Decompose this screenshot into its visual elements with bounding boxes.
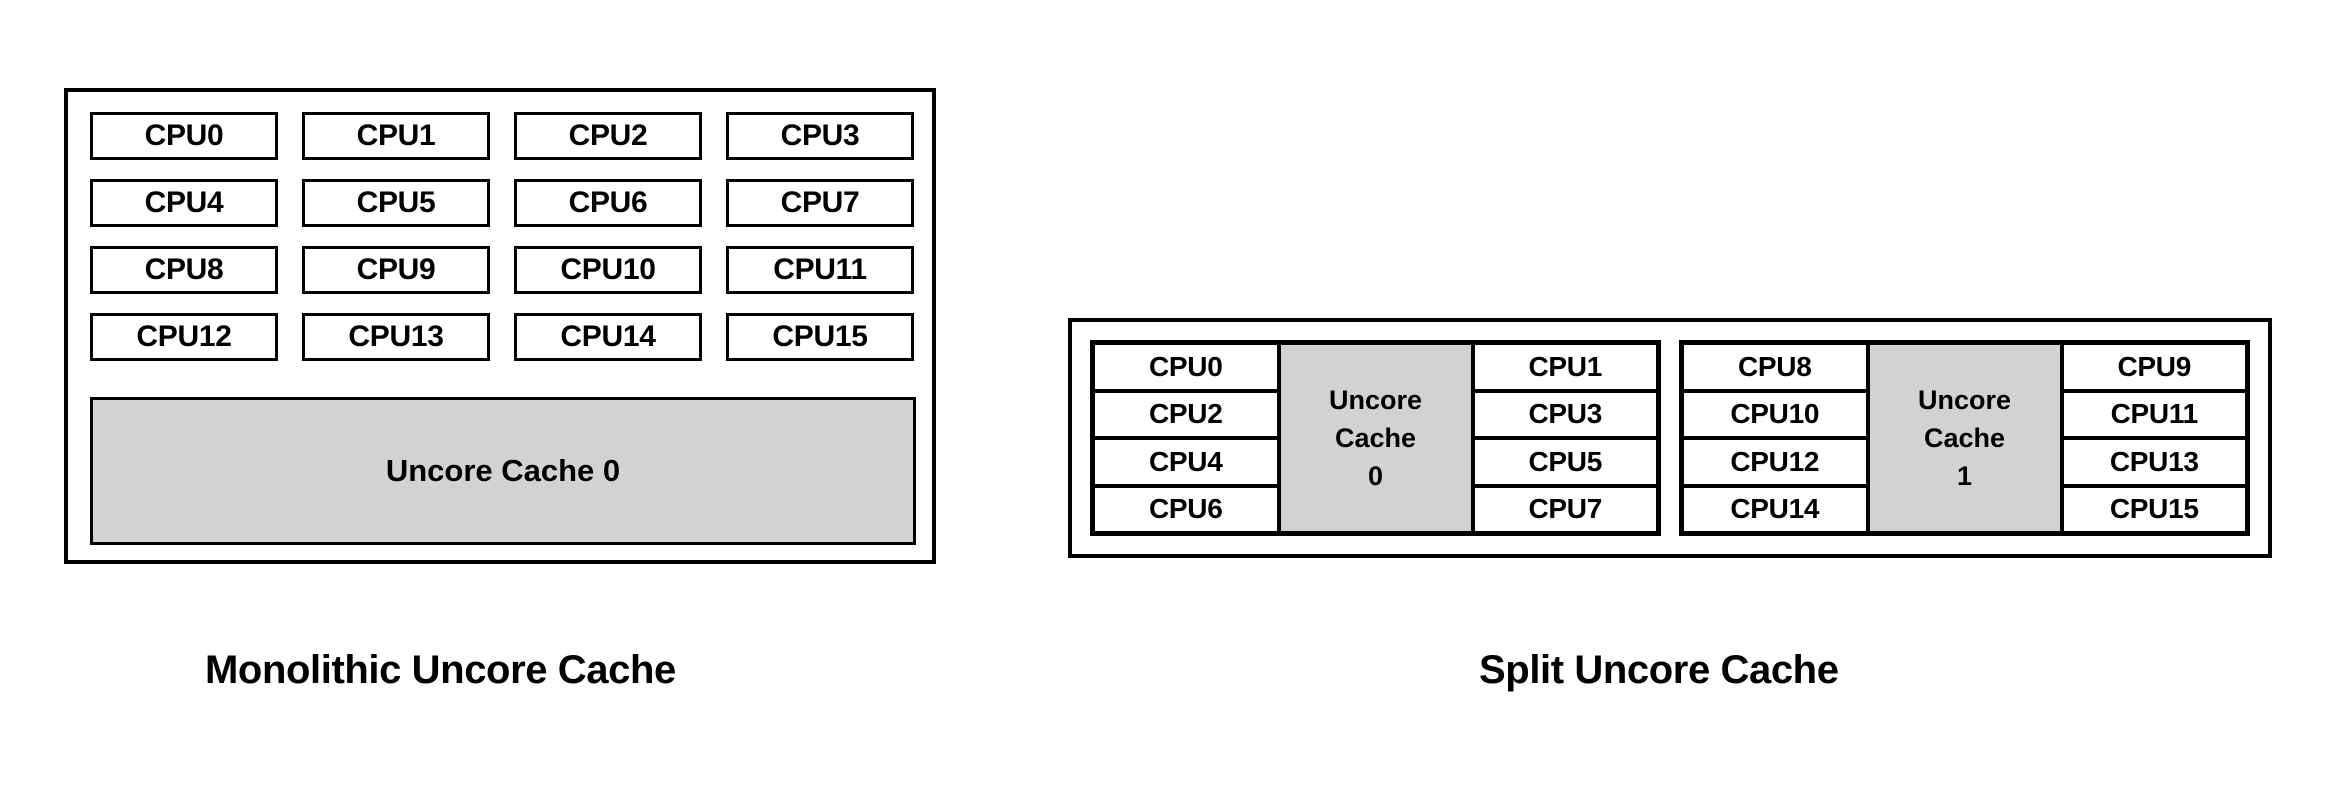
cpu-box: CPU4: [90, 179, 278, 227]
cpu-box: CPU15: [2061, 485, 2247, 533]
cpu-box: CPU10: [1682, 390, 1868, 438]
cpu-box: CPU7: [1472, 485, 1658, 533]
cpu-column-left: CPU0 CPU2 CPU4 CPU6: [1093, 343, 1279, 533]
cpu-box: CPU3: [1472, 390, 1658, 438]
cpu-box: CPU12: [1682, 438, 1868, 486]
cpu-box: CPU2: [514, 112, 702, 160]
cpu-column-right: CPU9 CPU11 CPU13 CPU15: [2061, 343, 2247, 533]
cpu-box: CPU10: [514, 246, 702, 294]
cpu-box: CPU7: [726, 179, 914, 227]
cpu-box: CPU1: [1472, 343, 1658, 391]
monolithic-socket-boundary: CPU0 CPU1 CPU2 CPU3 CPU4 CPU5 CPU6 CPU7 …: [64, 88, 936, 564]
monolithic-caption: Monolithic Uncore Cache: [205, 648, 676, 692]
cpu-box: CPU12: [90, 313, 278, 361]
cpu-box: CPU9: [2061, 343, 2247, 391]
cpu-box: CPU15: [726, 313, 914, 361]
cpu-box: CPU0: [1093, 343, 1279, 391]
cpu-box: CPU8: [90, 246, 278, 294]
cpu-box: CPU9: [302, 246, 490, 294]
cpu-box: CPU13: [2061, 438, 2247, 486]
cpu-box: CPU5: [302, 179, 490, 227]
cpu-box: CPU14: [514, 313, 702, 361]
cpu-box: CPU3: [726, 112, 914, 160]
cpu-box: CPU6: [1093, 485, 1279, 533]
monolithic-cpu-grid: CPU0 CPU1 CPU2 CPU3 CPU4 CPU5 CPU6 CPU7 …: [90, 112, 916, 361]
cpu-box: CPU11: [2061, 390, 2247, 438]
cpu-box: CPU13: [302, 313, 490, 361]
cpu-box: CPU5: [1472, 438, 1658, 486]
cpu-box: CPU6: [514, 179, 702, 227]
cpu-box: CPU14: [1682, 485, 1868, 533]
cpu-box: CPU4: [1093, 438, 1279, 486]
cpu-column-left: CPU8 CPU10 CPU12 CPU14: [1682, 343, 1868, 533]
cpu-box: CPU2: [1093, 390, 1279, 438]
cpu-column-right: CPU1 CPU3 CPU5 CPU7: [1472, 343, 1658, 533]
cpu-box: CPU8: [1682, 343, 1868, 391]
cpu-box: CPU0: [90, 112, 278, 160]
cpu-box: CPU11: [726, 246, 914, 294]
split-caption: Split Uncore Cache: [1479, 648, 1839, 692]
cpu-box: CPU1: [302, 112, 490, 160]
uncore-cache-box: Uncore Cache 0: [90, 397, 916, 545]
